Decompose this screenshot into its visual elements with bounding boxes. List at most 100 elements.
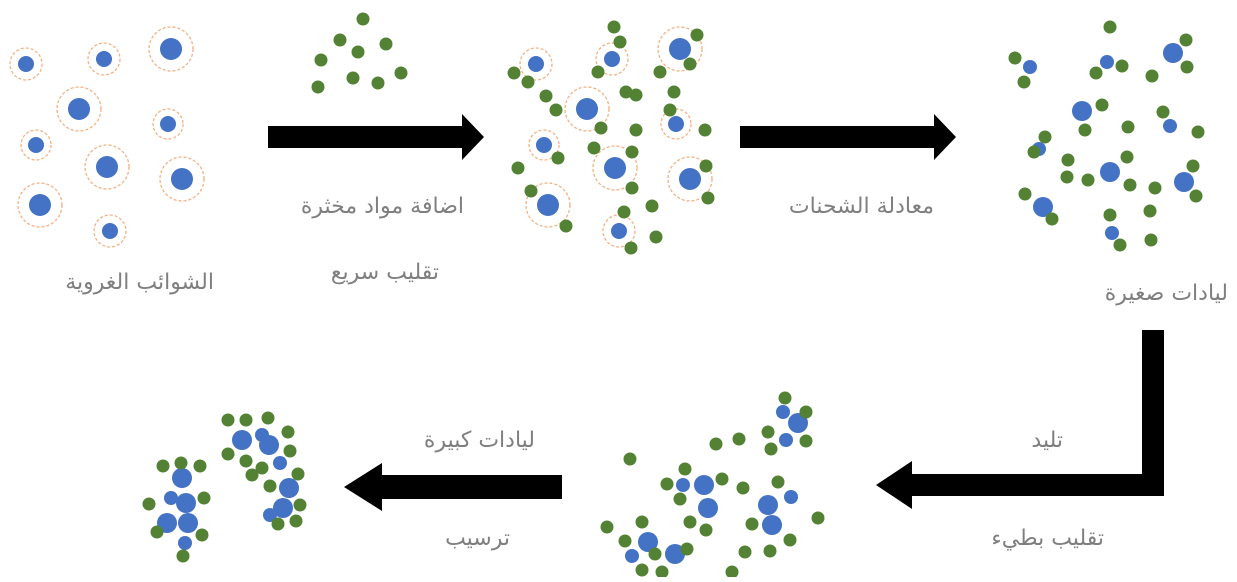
particle-icon (1072, 101, 1092, 121)
additive-dot-icon (394, 66, 408, 80)
particle-icon (776, 405, 790, 419)
additive-dot-icon (291, 467, 305, 481)
additive-dot-icon (1008, 51, 1022, 65)
additive-dot-icon (1123, 178, 1137, 192)
particle-icon (679, 168, 701, 190)
additive-dot-icon (1103, 20, 1117, 34)
additive-dot-icon (524, 184, 538, 198)
particle-icon (29, 194, 51, 216)
additive-dot-icon (625, 145, 639, 159)
additive-dot-icon (653, 65, 667, 79)
additive-dot-icon (678, 462, 692, 476)
additive-dot-icon (613, 35, 627, 49)
additive-dot-icon (629, 88, 643, 102)
additive-dot-icon (783, 533, 797, 547)
additive-dot-icon (351, 45, 365, 59)
additive-dot-icon (715, 472, 729, 486)
particle-icon (788, 413, 808, 433)
additive-dot-icon (289, 514, 303, 528)
additive-dot-icon (255, 461, 269, 475)
additive-dot-icon (655, 565, 669, 579)
charge-halo-icon (93, 214, 127, 248)
additive-dot-icon (649, 230, 663, 244)
additive-dot-icon (725, 565, 739, 579)
particle-icon (668, 116, 684, 132)
additive-dot-icon (511, 161, 525, 175)
additive-dot-icon (356, 12, 370, 26)
additive-dot-icon (594, 121, 608, 135)
additive-dot-icon (1179, 33, 1193, 47)
charge-halo-icon (9, 47, 43, 81)
particle-icon (279, 478, 299, 498)
additive-dot-icon (539, 89, 553, 103)
additive-dot-icon (221, 413, 235, 427)
label-flocculation: تليد (1031, 428, 1063, 453)
additive-dot-icon (1186, 159, 1200, 173)
additive-dot-icon (736, 481, 750, 495)
particle-icon (537, 194, 559, 216)
additive-dot-icon (379, 37, 393, 51)
charge-halo-icon (17, 182, 63, 228)
additive-dot-icon (699, 159, 713, 173)
additive-dot-icon (333, 33, 347, 47)
additive-dot-icon (607, 20, 621, 34)
additive-dot-icon (667, 85, 681, 99)
particle-icon (178, 513, 198, 533)
additive-dot-icon (600, 520, 614, 534)
particle-icon (611, 223, 627, 239)
label-small-flocs: ليادات صغيرة (1104, 281, 1228, 306)
additive-dot-icon (698, 123, 712, 137)
additive-dot-icon (311, 80, 325, 94)
label-rapid-mixing: تقليب سريع (330, 260, 439, 285)
charge-halo-icon (152, 108, 184, 140)
additive-dot-icon (1148, 181, 1162, 195)
additive-dot-icon (1120, 150, 1134, 164)
additive-dot-icon (1103, 208, 1117, 222)
charge-halo-icon (159, 156, 205, 202)
arrow-right-icon (268, 114, 484, 160)
additive-dot-icon (281, 425, 295, 439)
additive-dot-icon (745, 517, 759, 531)
particle-icon (1023, 60, 1037, 74)
additive-dot-icon (645, 199, 659, 213)
charge-halo-icon (528, 129, 560, 161)
particle-icon (96, 156, 118, 178)
additive-dot-icon (239, 413, 253, 427)
additive-dot-icon (507, 66, 521, 80)
particle-icon (160, 116, 176, 132)
additive-dot-icon (174, 456, 188, 470)
particle-icon (528, 56, 544, 72)
additive-dot-icon (293, 498, 307, 512)
additive-dot-icon (1038, 130, 1052, 144)
additive-dot-icon (690, 28, 704, 42)
additive-dot-icon (699, 523, 713, 537)
additive-dot-icon (551, 151, 565, 165)
additive-dot-icon (1017, 75, 1031, 89)
additive-dot-icon (799, 405, 813, 419)
additive-dot-icon (1018, 187, 1032, 201)
particle-icon (1174, 172, 1194, 192)
particle-icon (576, 98, 598, 120)
additive-dot-icon (1078, 123, 1092, 137)
additive-dot-icon (1191, 125, 1205, 139)
particle-icon (758, 495, 778, 515)
additive-dot-icon (587, 141, 601, 155)
additive-dot-icon (1113, 238, 1127, 252)
particle-icon (172, 468, 192, 488)
particle-icon (669, 38, 691, 60)
charge-halo-icon (595, 42, 629, 76)
charge-halo-icon (148, 26, 194, 72)
additive-dot-icon (619, 85, 633, 99)
particle-icon (604, 51, 620, 67)
charge-halo-icon (657, 26, 703, 72)
additive-dot-icon (176, 549, 190, 563)
additive-dot-icon (624, 241, 638, 255)
additive-dot-icon (709, 437, 723, 451)
particle-icon (176, 493, 196, 513)
charge-halo-icon (592, 145, 638, 191)
additive-dot-icon (683, 515, 697, 529)
additive-dot-icon (683, 57, 697, 71)
particle-icon (18, 56, 34, 72)
particle-icon (178, 536, 192, 550)
